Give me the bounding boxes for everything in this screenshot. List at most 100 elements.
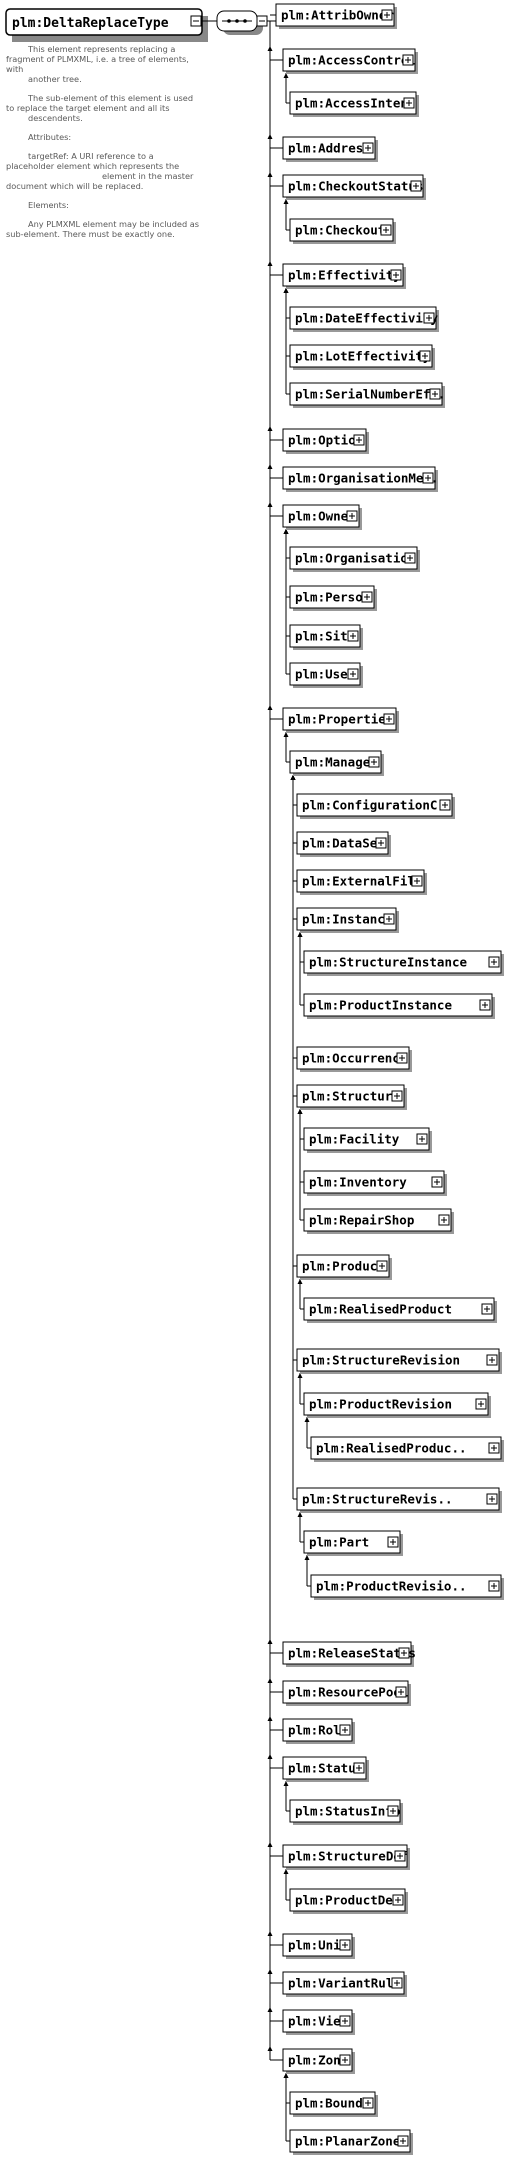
expand-icon[interactable] [411, 875, 423, 887]
element-node[interactable]: plm:RepairShop [303, 1208, 454, 1234]
expand-icon[interactable] [387, 1805, 399, 1817]
element-node[interactable]: plm:StructureRevision [296, 1348, 502, 1374]
element-node[interactable]: plm:Product [296, 1254, 392, 1280]
element-node[interactable]: plm:StatusInfo [289, 1799, 403, 1825]
element-node[interactable]: plm:ProductInstance [303, 993, 495, 1019]
element-node[interactable]: plm:Managed [289, 750, 384, 776]
expand-icon[interactable] [375, 837, 387, 849]
expand-icon[interactable] [397, 2135, 409, 2147]
element-node[interactable]: plm:Unit [282, 1933, 355, 1959]
element-node[interactable]: plm:ProductDef [289, 1888, 408, 1914]
element-node[interactable]: plm:CheckoutStatus [282, 174, 426, 200]
expand-icon[interactable] [395, 1686, 407, 1698]
expand-icon[interactable] [391, 1090, 403, 1102]
expand-icon[interactable] [429, 388, 441, 400]
expand-icon[interactable] [431, 1176, 443, 1188]
element-node[interactable]: plm:ResourcePool [282, 1680, 411, 1706]
element-node[interactable]: plm:StructureDef [282, 1844, 410, 1870]
expand-icon[interactable] [339, 1724, 351, 1736]
expand-icon[interactable] [486, 1493, 498, 1505]
expand-icon[interactable] [390, 269, 402, 281]
expand-icon[interactable] [402, 54, 414, 66]
element-node[interactable]: plm:Site [289, 624, 363, 650]
expand-icon[interactable] [396, 1052, 408, 1064]
element-node[interactable]: plm:Inventory [303, 1170, 447, 1196]
element-node[interactable]: plm:User [289, 662, 363, 688]
element-node[interactable]: plm:Person [289, 585, 377, 611]
expand-icon[interactable] [387, 1536, 399, 1548]
root-element[interactable]: plm:DeltaReplaceType [5, 8, 208, 42]
expand-icon[interactable] [347, 630, 359, 642]
expand-icon[interactable] [488, 1442, 500, 1454]
element-node[interactable]: plm:Occurrence [296, 1046, 412, 1072]
expand-icon[interactable] [383, 713, 395, 725]
element-node[interactable]: plm:Properties [282, 707, 399, 733]
expand-icon[interactable] [368, 756, 380, 768]
collapse-icon[interactable] [190, 15, 202, 27]
element-node[interactable]: plm:Facility [303, 1127, 432, 1153]
expand-icon[interactable] [362, 142, 374, 154]
expand-icon[interactable] [410, 180, 422, 192]
expand-icon[interactable] [383, 913, 395, 925]
expand-icon[interactable] [353, 434, 365, 446]
element-node[interactable]: plm:ProductRevision [303, 1392, 491, 1418]
element-node[interactable]: plm:StructureInstance [303, 950, 504, 976]
element-node[interactable]: plm:Effectivity [282, 263, 406, 289]
expand-icon[interactable] [398, 1647, 410, 1659]
element-node[interactable]: plm:Bound [289, 2091, 378, 2117]
expand-icon[interactable] [361, 591, 373, 603]
expand-icon[interactable] [353, 1762, 365, 1774]
expand-icon[interactable] [419, 350, 431, 362]
element-node[interactable]: plm:Checkout [289, 218, 396, 244]
expand-icon[interactable] [380, 224, 392, 236]
element-node[interactable]: plm:Address [282, 136, 378, 162]
expand-icon[interactable] [479, 999, 491, 1011]
expand-icon[interactable] [392, 1894, 404, 1906]
element-node[interactable]: plm:PlanarZone [289, 2129, 413, 2155]
expand-icon[interactable] [376, 1260, 388, 1272]
expand-icon[interactable] [339, 1939, 351, 1951]
element-node[interactable]: plm:SerialNumberEf.. [289, 382, 446, 408]
expand-icon[interactable] [416, 1133, 428, 1145]
expand-icon[interactable] [391, 1977, 403, 1989]
element-node[interactable]: plm:Option [282, 428, 369, 454]
element-node[interactable]: plm:StructureRevis.. [296, 1487, 502, 1513]
expand-icon[interactable] [362, 2097, 374, 2109]
element-node[interactable]: plm:Role [282, 1718, 355, 1744]
element-node[interactable]: plm:AccessControl [282, 48, 418, 74]
expand-icon[interactable] [394, 1850, 406, 1862]
element-node[interactable]: plm:ConfigurationC.. [296, 793, 455, 819]
element-node[interactable]: plm:VariantRule [282, 1971, 407, 1997]
expand-icon[interactable] [422, 472, 434, 484]
element-node[interactable]: plm:Organisation [289, 546, 420, 572]
expand-icon[interactable] [403, 97, 415, 109]
expand-icon[interactable] [404, 552, 416, 564]
element-node[interactable]: plm:ExternalFile [296, 869, 427, 895]
element-node[interactable]: plm:RealisedProduc.. [310, 1436, 504, 1462]
element-node[interactable]: plm:ProductRevisio.. [310, 1574, 504, 1600]
expand-icon[interactable] [346, 510, 358, 522]
element-node[interactable]: plm:RealisedProduct [303, 1297, 497, 1323]
expand-icon[interactable] [339, 2054, 351, 2066]
element-node[interactable]: plm:DataSet [296, 831, 391, 857]
element-node[interactable]: plm:Part [303, 1530, 403, 1556]
expand-icon[interactable] [347, 668, 359, 680]
element-node[interactable]: plm:DateEffectivity [289, 306, 439, 332]
element-node[interactable]: plm:Status [282, 1756, 369, 1782]
expand-icon[interactable] [439, 799, 451, 811]
element-node[interactable]: plm:OrganisationMe.. [282, 466, 439, 492]
expand-icon[interactable] [423, 312, 435, 324]
element-node[interactable]: plm:Zone [282, 2048, 355, 2074]
element-node[interactable]: plm:LotEffectivity [289, 344, 435, 370]
element-node[interactable]: plm:View [282, 2009, 355, 2035]
expand-icon[interactable] [481, 1303, 493, 1315]
element-node[interactable]: plm:ReleaseStatus [282, 1641, 416, 1667]
element-node[interactable]: plm:Structure [296, 1084, 407, 1110]
expand-icon[interactable] [339, 2015, 351, 2027]
element-node[interactable]: plm:Instance [296, 907, 399, 933]
element-node[interactable]: plm:Owner [282, 504, 362, 530]
expand-icon[interactable] [488, 1580, 500, 1592]
element-node[interactable]: plm:AttribOwner [275, 3, 397, 29]
element-node[interactable]: plm:AccessIntent [289, 91, 419, 117]
expand-icon[interactable] [438, 1214, 450, 1226]
